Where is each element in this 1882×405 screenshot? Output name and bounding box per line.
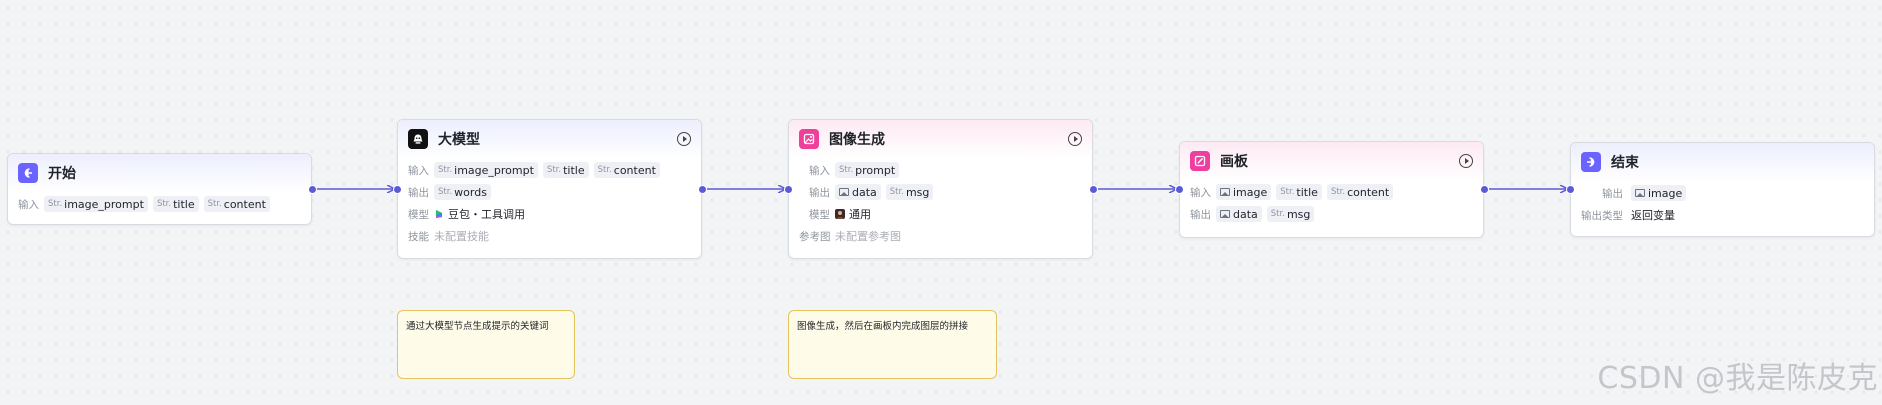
model-label: 模型 (809, 207, 835, 222)
image-generation-output-handle[interactable] (1089, 185, 1098, 194)
note-card[interactable]: 通过大模型节点生成提示的关键词 (397, 310, 575, 379)
skills-label: 技能 (408, 229, 434, 244)
llm-icon (408, 129, 428, 149)
model-value: 豆包・工具调用 (448, 206, 525, 222)
variable-chip: Str.msg (1267, 206, 1315, 222)
output-type-value: 返回变量 (1631, 207, 1675, 223)
variable-chip: Str.image_prompt (434, 162, 538, 178)
llm-input-handle[interactable] (393, 185, 402, 194)
llm-output-handle[interactable] (698, 185, 707, 194)
inputs-label: 输入 (1190, 185, 1216, 200)
inputs-row: 输入 Str.prompt (799, 159, 1082, 181)
variable-chip: Str.title (1276, 184, 1322, 200)
outputs-row: 输出 data Str.msg (1190, 203, 1473, 225)
model-row: 模型 通用 (799, 203, 1082, 225)
canvas-input-handle[interactable] (1175, 185, 1184, 194)
end-input-handle[interactable] (1566, 185, 1575, 194)
model-value: 通用 (849, 206, 871, 222)
variable-chip: Str.words (434, 184, 491, 200)
llm-node-header: 大模型 (398, 120, 701, 158)
reference-image-value: 未配置参考图 (835, 228, 901, 244)
image-type-icon (1220, 188, 1230, 196)
doubao-logo-icon (434, 209, 444, 219)
reference-image-label: 参考图 (799, 229, 835, 244)
run-node-button[interactable] (1459, 154, 1473, 168)
note-card[interactable]: 图像生成，然后在画板内完成图层的拼接 (788, 310, 997, 379)
inputs-row: 输入 image Str.title Str.content (1190, 181, 1473, 203)
llm-node[interactable]: 大模型 输入 Str.image_prompt Str.title Str.co… (397, 119, 702, 259)
skills-value: 未配置技能 (434, 228, 489, 244)
canvas-output-handle[interactable] (1480, 185, 1489, 194)
outputs-label: 输出 (1581, 186, 1631, 201)
start-output-handle[interactable] (308, 185, 317, 194)
variable-chip: Str.prompt (835, 162, 899, 178)
variable-chip: data (835, 184, 881, 200)
outputs-row: 输出 Str.words (408, 181, 691, 203)
variable-chip: Str.title (543, 162, 589, 178)
watermark: CSDN @我是陈皮克 (1597, 353, 1878, 397)
variable-chip: image (1631, 185, 1686, 201)
variable-chip: Str.msg (886, 184, 934, 200)
image-generation-node[interactable]: 图像生成 输入 Str.prompt 输出 data Str.msg 模型 (788, 119, 1093, 259)
outputs-label: 输出 (809, 185, 835, 200)
outputs-row: 输出 image (1581, 182, 1864, 204)
image-type-icon (1635, 189, 1645, 197)
canvas-node-header: 画板 (1180, 142, 1483, 180)
image-type-icon (1220, 210, 1230, 218)
node-title: 图像生成 (829, 129, 885, 149)
image-generation-input-handle[interactable] (784, 185, 793, 194)
node-title: 结束 (1611, 152, 1639, 172)
note-text: 通过大模型节点生成提示的关键词 (406, 321, 549, 332)
run-node-button[interactable] (677, 132, 691, 146)
reference-image-row: 参考图 未配置参考图 (799, 225, 1082, 247)
variable-chip: Str.content (1327, 184, 1393, 200)
output-type-row: 输出类型 返回变量 (1581, 204, 1864, 226)
canvas-icon (1190, 151, 1210, 171)
inputs-label: 输入 (809, 163, 835, 178)
inputs-row: 输入 Str.image_prompt Str.title Str.conten… (408, 159, 691, 181)
inputs-label: 输入 (18, 197, 44, 212)
variable-chip: Str.content (594, 162, 660, 178)
start-node[interactable]: 开始 输入 Str.image_prompt Str.title Str.con… (7, 153, 312, 225)
model-row: 模型 豆包・工具调用 (408, 203, 691, 225)
note-text: 图像生成，然后在画板内完成图层的拼接 (797, 321, 968, 332)
variable-chip: Str.image_prompt (44, 196, 148, 212)
end-icon (1581, 152, 1601, 172)
variable-chip: Str.content (204, 196, 270, 212)
outputs-label: 输出 (408, 185, 434, 200)
node-title: 开始 (48, 163, 76, 183)
image-model-avatar-icon (835, 209, 845, 219)
variable-chip: image (1216, 184, 1271, 200)
start-node-header: 开始 (8, 154, 311, 192)
node-title: 画板 (1220, 151, 1248, 171)
outputs-row: 输出 data Str.msg (799, 181, 1082, 203)
inputs-label: 输入 (408, 163, 434, 178)
canvas-node[interactable]: 画板 输入 image Str.title Str.content 输出 dat… (1179, 141, 1484, 238)
end-node-header: 结束 (1571, 143, 1874, 181)
outputs-label: 输出 (1190, 207, 1216, 222)
image-type-icon (839, 188, 849, 196)
variable-chip: Str.title (153, 196, 199, 212)
image-generation-icon (799, 129, 819, 149)
variable-chip: data (1216, 206, 1262, 222)
model-label: 模型 (408, 207, 434, 222)
image-generation-node-header: 图像生成 (789, 120, 1092, 158)
run-node-button[interactable] (1068, 132, 1082, 146)
output-type-label: 输出类型 (1581, 208, 1631, 223)
inputs-row: 输入 Str.image_prompt Str.title Str.conten… (18, 193, 301, 215)
node-title: 大模型 (438, 129, 480, 149)
end-node[interactable]: 结束 输出 image 输出类型 返回变量 (1570, 142, 1875, 237)
start-icon (18, 163, 38, 183)
skills-row: 技能 未配置技能 (408, 225, 691, 247)
